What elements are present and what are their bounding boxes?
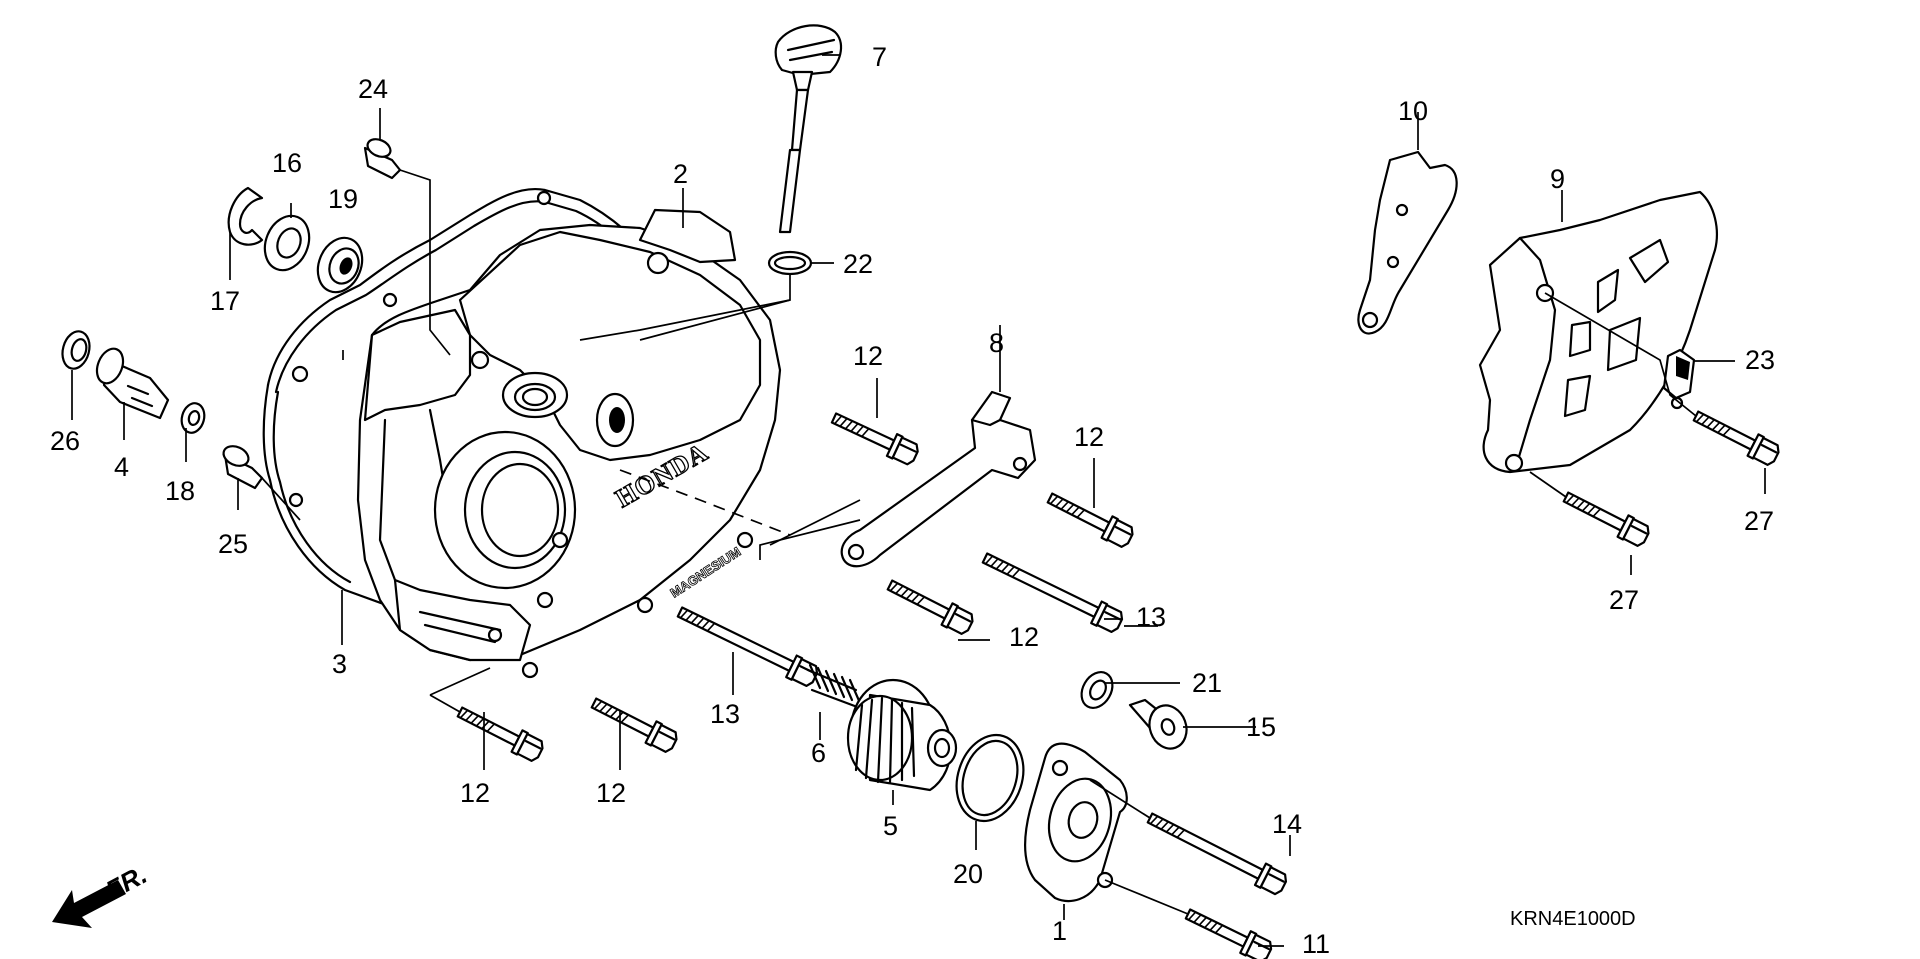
callout-10: 10 [1398,96,1428,126]
bracket-part-8 [840,390,1037,568]
callout-27-upper: 27 [1744,506,1774,536]
o-ring-part-20 [955,733,1025,823]
callout-8: 8 [989,328,1004,358]
bolt-12-lower-left [453,700,547,765]
callout-18: 18 [165,476,195,506]
callout-1: 1 [1052,916,1067,946]
front-arrow-icon [52,880,126,928]
callout-14: 14 [1272,809,1302,839]
dowel-pin-part-24 [363,138,402,180]
sealing-washer-part-21 [1080,671,1114,709]
callout-13-center: 13 [710,699,740,729]
callout-3: 3 [332,649,347,679]
callout-22: 22 [843,249,873,279]
clip-part-23 [1662,348,1696,410]
callout-11: 11 [1302,929,1330,959]
callout-4: 4 [114,452,129,482]
callout-23: 23 [1745,345,1775,375]
callout-2: 2 [673,159,688,189]
callout-9: 9 [1550,164,1565,194]
callout-16: 16 [272,148,302,178]
callout-24: 24 [358,74,388,104]
callout-12-right: 12 [1074,422,1104,452]
catalog-code: KRN4E1000D [1510,908,1636,930]
filter-cover-part-1 [1023,742,1128,903]
oil-dipstick-part-7 [774,24,843,234]
callout-7: 7 [872,42,887,72]
callout-12-lower-center: 12 [596,778,626,808]
callout-labels: 1 2 3 4 5 6 7 8 9 10 11 12 12 12 12 12 1… [50,42,1775,959]
callout-12-lower-left: 12 [460,778,490,808]
front-direction-indicator: FR. [52,859,152,928]
oil-filter-part-5 [846,678,958,792]
bolt-13-center [673,600,822,690]
callout-27-lower: 27 [1609,585,1639,615]
crankcase-cover-part-2: HONDA MAGNESIUM [356,208,782,679]
callout-19: 19 [328,184,358,214]
bolt-27-lower [1559,485,1653,550]
callout-12-middle: 12 [1009,622,1039,652]
bolt-11 [1181,902,1276,959]
washer-part-16 [263,214,311,272]
callout-5: 5 [883,811,898,841]
snap-ring-part-26 [61,330,91,370]
callout-20: 20 [953,859,983,889]
bolt-12-right [1043,486,1137,551]
bolt-12-middle [883,573,977,638]
dowel-pin-part-25 [222,445,264,490]
callout-13-right: 13 [1136,602,1166,632]
callout-17: 17 [210,286,240,316]
washer-part-18 [180,402,206,434]
shaft-part-4 [95,347,170,420]
o-ring-part-22 [767,250,813,276]
bolt-14 [1143,806,1291,898]
bolt-12-upper [827,406,922,469]
bolt-13-right [978,546,1127,636]
leader-lines [71,54,1766,947]
callout-21: 21 [1192,668,1222,698]
oil-seal-part-19 [316,236,364,294]
sprocket-cover-part-9 [1478,190,1718,474]
drain-bolt-part-15 [1128,698,1188,750]
circlip-part-17 [227,186,264,246]
callout-25: 25 [218,529,248,559]
bolt-12-lower-center [587,691,681,756]
gasket-part-3 [262,187,677,612]
callout-26: 26 [50,426,80,456]
stay-part-10 [1357,150,1458,335]
bolt-27-upper [1689,404,1783,469]
callout-12-upper: 12 [853,341,883,371]
spring-part-6 [806,663,862,710]
callout-15: 15 [1246,712,1276,742]
callout-6: 6 [811,738,826,768]
